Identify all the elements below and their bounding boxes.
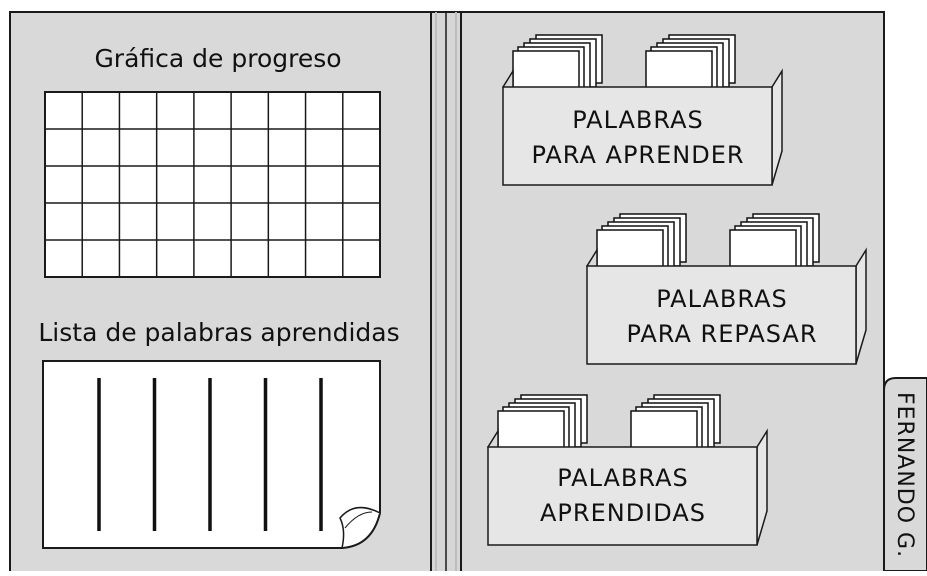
word-list-title: Lista de palabras aprendidas [38,318,399,347]
box2-line1: PALABRAS [656,285,788,313]
box-palabras-para-repasar: PALABRAS PARA REPASAR [586,213,867,365]
progress-chart-title: Gráfica de progreso [94,44,341,73]
progress-grid-frame [44,91,381,278]
tab-label: FERNANDO G. [892,392,917,558]
box2-line2: PARA REPASAR [626,320,817,348]
box1-line2: PARA APRENDER [531,141,744,169]
word-list-sheet [42,360,381,549]
box-palabras-aprendidas: PALABRAS APRENDIDAS [487,394,768,546]
box3-line2: APRENDIDAS [540,499,706,527]
box-palabras-para-aprender: PALABRAS PARA APRENDER [502,34,783,186]
box1-line1: PALABRAS [572,106,704,134]
progress-grid [44,91,381,278]
box3-line1: PALABRAS [557,464,689,492]
